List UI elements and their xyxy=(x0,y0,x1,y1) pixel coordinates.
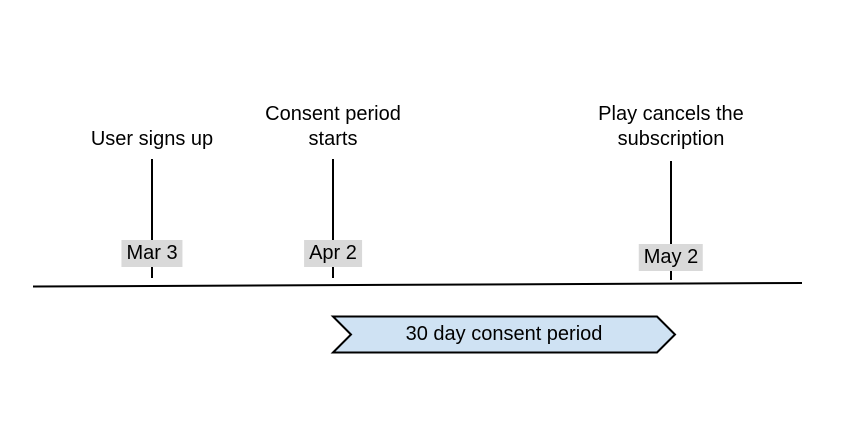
timeline-axis xyxy=(32,282,803,288)
date-chip-may2: May 2 xyxy=(638,244,704,271)
event-label-consent-period-starts: Consent period starts xyxy=(265,103,401,150)
event-label-user-signs-up: User signs up xyxy=(90,128,214,150)
consent-period-chevron xyxy=(330,315,677,354)
date-chip-mar3: Mar 3 xyxy=(121,240,183,267)
event-label-play-cancels-subscription: Play cancels the subscription xyxy=(598,103,744,150)
consent-period-banner-label: 30 day consent period xyxy=(405,323,603,345)
date-chip-apr2: Apr 2 xyxy=(304,240,362,267)
